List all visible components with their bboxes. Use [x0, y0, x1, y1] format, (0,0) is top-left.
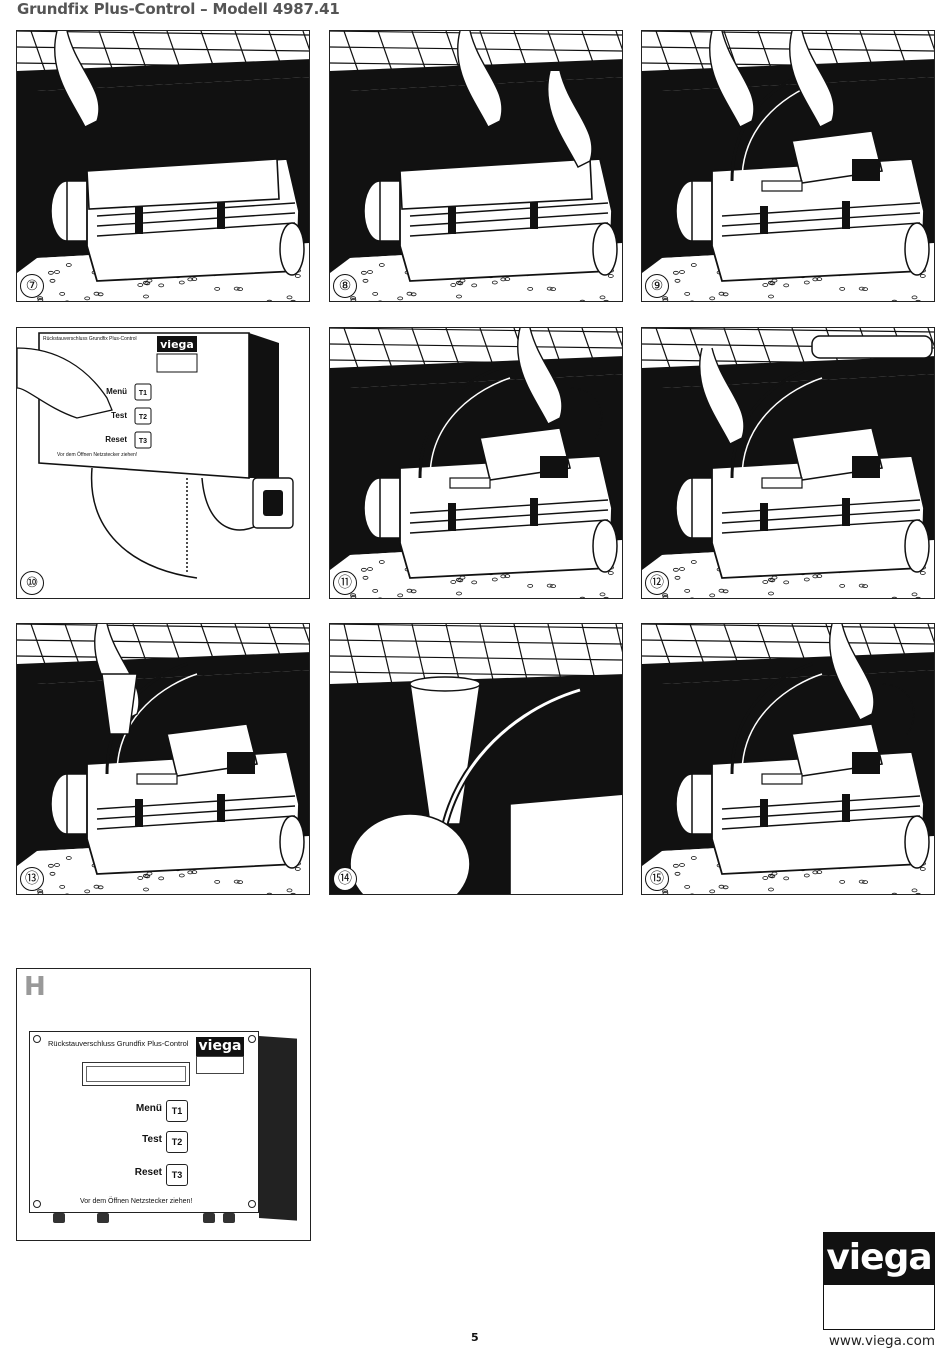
t2-button[interactable]: T2 [166, 1131, 188, 1153]
cable-gland-icon [203, 1213, 215, 1223]
t3-button[interactable]: T3 [166, 1164, 188, 1186]
step-illustration [17, 624, 309, 894]
cable-gland-icon [97, 1213, 109, 1223]
step-illustration [330, 31, 622, 301]
step-panel: ⑨ [641, 30, 935, 302]
warning-text: Vor dem Öffnen Netzstecker ziehen! [80, 1198, 193, 1205]
step-number: ⑬ [20, 867, 44, 891]
screw-icon [248, 1035, 256, 1043]
step-illustration [642, 328, 934, 598]
step-illustration [17, 31, 309, 301]
step-number: ⑭ [333, 867, 357, 891]
svg-text:T1: T1 [139, 390, 147, 397]
cable-gland-icon [223, 1213, 235, 1223]
screw-icon [248, 1200, 256, 1208]
step-illustration: viega Rückstauverschluss Grundfix Plus-Co… [17, 328, 309, 598]
screw-icon [33, 1035, 41, 1043]
step-number: ⑨ [645, 274, 669, 298]
step-panel: ⑫ [641, 327, 935, 599]
step-number: ⑩ [20, 571, 44, 595]
step-number: ⑦ [20, 274, 44, 298]
step-panel: ⑪ [329, 327, 623, 599]
footer-url[interactable]: www.viega.com [828, 1333, 935, 1349]
page-title: Grundfix Plus-Control – Modell 4987.41 [17, 0, 340, 18]
figure-letter: H [24, 972, 46, 1002]
control-display [82, 1062, 190, 1086]
svg-text:Menü: Menü [106, 387, 127, 396]
step-illustration [330, 624, 622, 894]
step-panel: ⑭ [329, 623, 623, 895]
t1-button[interactable]: T1 [166, 1100, 188, 1122]
control-box-title: Rückstauverschluss Grundfix Plus-Control [48, 1039, 189, 1048]
svg-text:Rückstauverschluss Grundfix Pl: Rückstauverschluss Grundfix Plus-Control [43, 336, 137, 342]
step-illustration [330, 328, 622, 598]
control-row-test: Test T2 [30, 1131, 260, 1153]
control-row-menu: Menü T1 [30, 1100, 260, 1122]
screw-icon [33, 1200, 41, 1208]
svg-text:T2: T2 [139, 414, 147, 421]
page-number: 5 [471, 1331, 479, 1344]
step-number: ⑪ [333, 571, 357, 595]
control-row-reset: Reset T3 [30, 1164, 260, 1186]
step-panel: ⑮ [641, 623, 935, 895]
cable-gland-icon [53, 1213, 65, 1223]
control-box: Rückstauverschluss Grundfix Plus-Control… [29, 1031, 259, 1213]
button-label: Test [142, 1134, 162, 1145]
svg-text:Reset: Reset [105, 435, 127, 444]
step-panel: viega Rückstauverschluss Grundfix Plus-Co… [16, 327, 310, 599]
step-number: ⑫ [645, 571, 669, 595]
svg-text:Vor dem Öffnen Netzstecker zie: Vor dem Öffnen Netzstecker ziehen! [57, 451, 137, 458]
step-number: ⑮ [645, 867, 669, 891]
button-label: Menü [135, 1103, 162, 1114]
logo-box [823, 1284, 935, 1330]
figure-h: H Rückstauverschluss Grundfix Plus-Contr… [16, 968, 311, 1241]
button-label: Reset [134, 1167, 162, 1178]
step-number: ⑧ [333, 274, 357, 298]
step-illustration [642, 31, 934, 301]
svg-text:Test: Test [111, 411, 127, 420]
step-panel: ⑬ [16, 623, 310, 895]
step-illustration [642, 624, 934, 894]
viega-logo: viega [823, 1232, 935, 1284]
svg-text:viega: viega [160, 338, 194, 351]
control-box-side [259, 1036, 297, 1221]
viega-logo: viega [196, 1037, 244, 1056]
logo-box [196, 1056, 244, 1074]
step-panel: ⑦ [16, 30, 310, 302]
step-panel: ⑧ [329, 30, 623, 302]
svg-text:T3: T3 [139, 438, 147, 445]
